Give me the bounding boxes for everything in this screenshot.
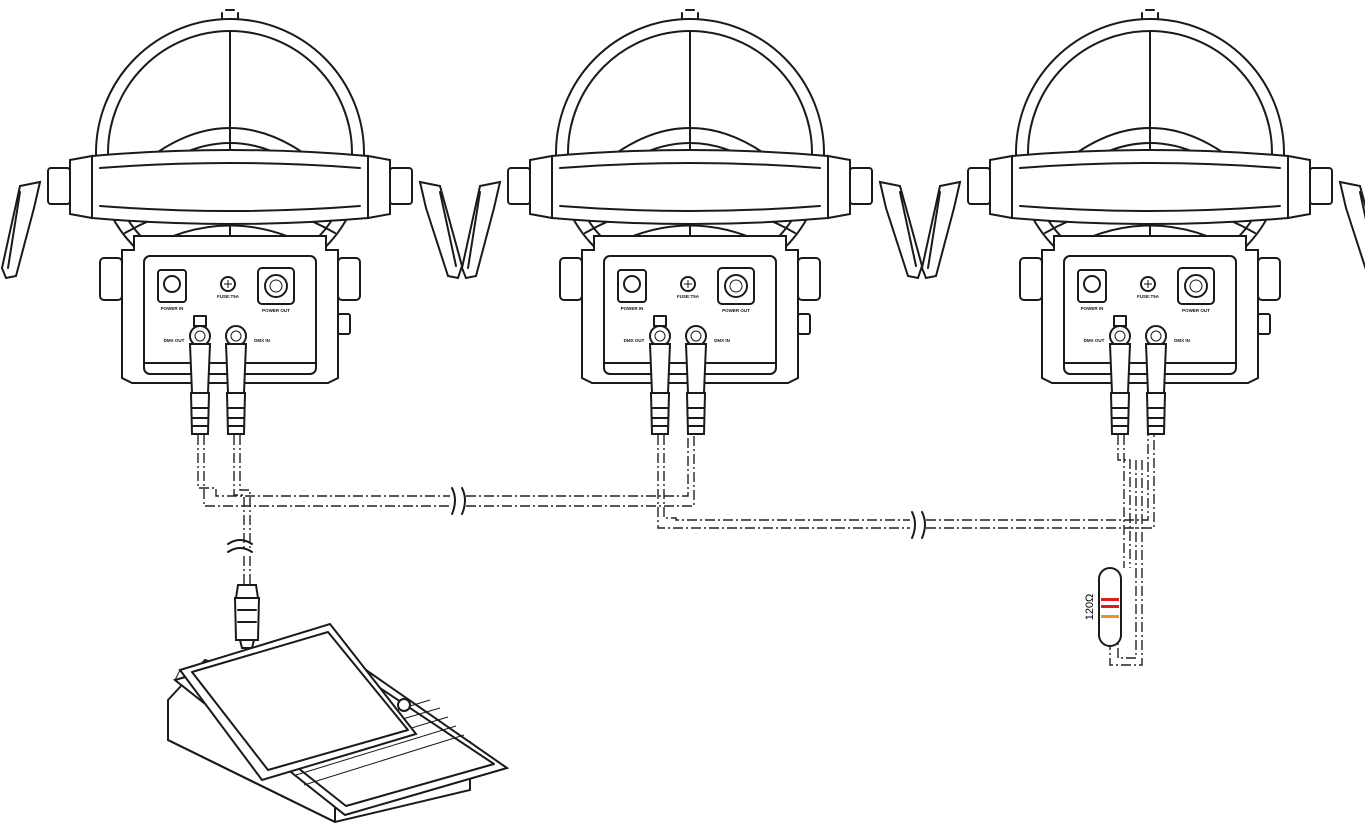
fixture-2-body: [461, 9, 923, 435]
fixture-3-dmx-in-label: DMX IN: [1174, 338, 1190, 343]
dmx-cables: [197, 435, 1155, 666]
fixture-3: POWER IN FUSE:T5A POWER OUT DMX OUT DMX …: [921, 9, 1365, 435]
cable-fixture-2-to-fixture-3: [657, 435, 910, 529]
fixture-1-dmx-in-label: DMX IN: [254, 338, 270, 343]
terminator-band-3: [1101, 615, 1119, 618]
fixture-3-body: [921, 9, 1365, 435]
terminator-resistor: 120Ω: [1084, 567, 1122, 647]
terminator-band-2: [1101, 605, 1119, 608]
fixture-1: POWER IN FUSE:T5A POWER OUT DMX OUT DMX …: [1, 9, 463, 435]
fixture-1-power-in-label: POWER IN: [161, 306, 184, 311]
fixture-2-fuse-label: FUSE:T5A: [677, 294, 700, 299]
fixture-3-power-in-label: POWER IN: [1081, 306, 1104, 311]
fixture-1-power-out-label: POWER OUT: [262, 308, 290, 313]
fixture-2-dmx-in-label: DMX IN: [714, 338, 730, 343]
fixture-1-dmx-out-label: DMX OUT: [164, 338, 185, 343]
lighting-console: [167, 622, 510, 824]
fixture-3-power-out-label: POWER OUT: [1182, 308, 1210, 313]
fixture-1-fuse-label: FUSE:T5A: [217, 294, 240, 299]
fixture-1-body: [1, 9, 463, 435]
fixture-2-power-in-label: POWER IN: [621, 306, 644, 311]
terminator-label: 120Ω: [1084, 594, 1096, 621]
fixture-2: POWER IN FUSE:T5A POWER OUT DMX OUT DMX …: [461, 9, 923, 435]
terminator-band-1: [1101, 598, 1119, 601]
fixture-3-fuse-label: FUSE:T5A: [1137, 294, 1160, 299]
cable-fixture-1-to-fixture-2: [197, 435, 450, 497]
fixture-3-dmx-out-label: DMX OUT: [1084, 338, 1105, 343]
cable-break-mark: [227, 539, 253, 553]
fixture-2-dmx-out-label: DMX OUT: [624, 338, 645, 343]
fixture-2-power-out-label: POWER OUT: [722, 308, 750, 313]
cable-controller-to-fixture-1: [233, 435, 245, 548]
controller-xlr-plug: [233, 584, 261, 649]
